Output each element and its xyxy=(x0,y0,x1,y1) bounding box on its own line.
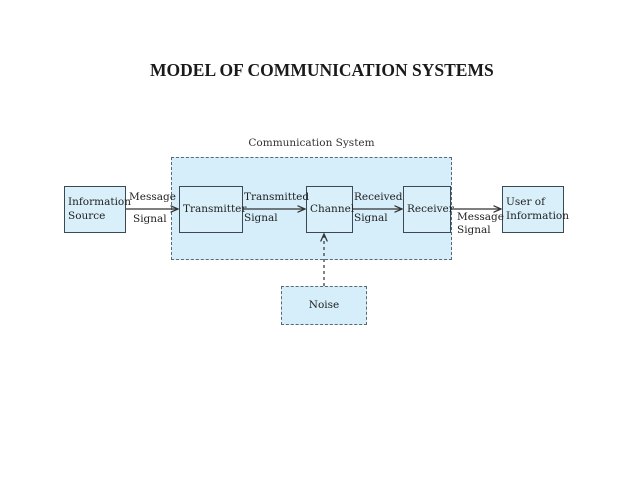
page-title: MODEL OF COMMUNICATION SYSTEMS xyxy=(150,60,494,80)
message-signal-in-label-line2: Signal xyxy=(133,213,167,225)
communication-system-label: Communication System xyxy=(248,137,375,149)
message-signal-out-label-line1: Message xyxy=(457,211,504,223)
noise-block: Noise xyxy=(281,286,367,325)
user-of-information-block: User of Information xyxy=(502,186,569,233)
message-signal-out-label-line2: Signal xyxy=(457,224,491,236)
transmitter-block: Transmitter xyxy=(179,186,247,233)
information-source-label-line1: Information xyxy=(68,196,132,208)
noise-label: Noise xyxy=(308,299,340,311)
user-label-line1: User of xyxy=(506,196,546,208)
information-source-block: Information Source xyxy=(64,186,131,233)
transmitter-label: Transmitter xyxy=(183,203,247,215)
transmitted-signal-label-line1: Transmitted xyxy=(244,191,310,203)
message-signal-in-label-line1: Message xyxy=(129,191,176,203)
user-label-line2: Information xyxy=(506,210,570,222)
transmitted-signal-label-line2: Signal xyxy=(244,212,278,224)
receiver-label: Receiver xyxy=(407,203,454,215)
channel-label: Channel xyxy=(310,203,355,215)
received-signal-label-line1: Received xyxy=(354,191,403,203)
received-signal-label-line2: Signal xyxy=(354,212,388,224)
receiver-block: Receiver xyxy=(403,186,454,233)
channel-block: Channel xyxy=(306,186,355,233)
information-source-label-line2: Source xyxy=(68,210,106,222)
